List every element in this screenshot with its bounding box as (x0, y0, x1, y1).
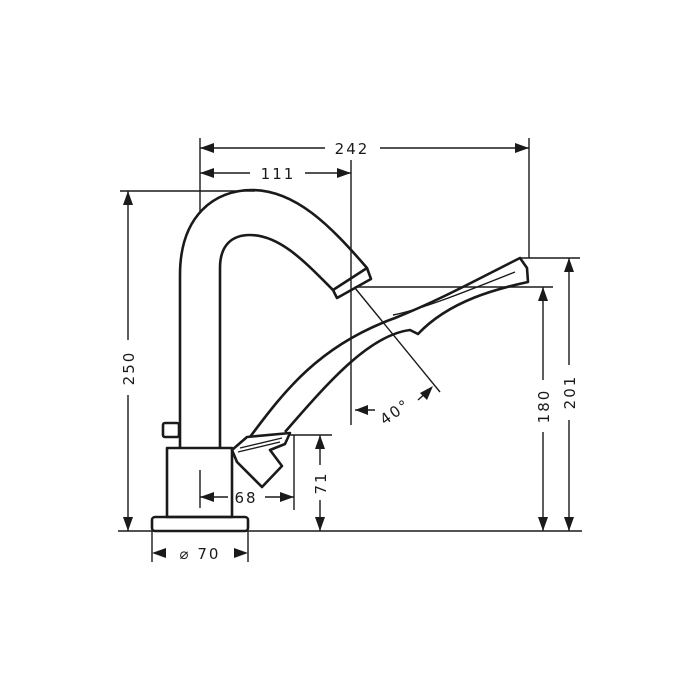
dim-total-height: 250 (120, 190, 255, 531)
dim-overall-width: 242 (199, 138, 530, 258)
dim-label-242: 242 (335, 140, 370, 158)
dim-label-201: 201 (561, 375, 579, 410)
dim-shower-top-height: 201 (520, 257, 580, 531)
dim-spout-reach: 111 (200, 160, 352, 425)
dim-handle-reach: 68 (199, 435, 295, 510)
dim-label-68: 68 (234, 489, 257, 507)
dim-label-diameter-70: ⌀ 70 (180, 545, 221, 563)
dim-label-250: 250 (120, 351, 138, 386)
dim-handle-height: 71 (290, 434, 332, 531)
spout (178, 188, 373, 448)
dim-base-diameter: ⌀ 70 (151, 531, 249, 563)
dim-label-180: 180 (535, 389, 553, 424)
dim-outlet-height: 180 (355, 286, 553, 531)
base-plate (150, 515, 250, 533)
dim-label-40: 40° (377, 395, 414, 428)
drain-knob (161, 421, 181, 439)
dim-label-111: 111 (261, 165, 296, 183)
dim-label-71: 71 (312, 471, 330, 494)
dim-shower-angle: 40° (354, 287, 441, 429)
hand-shower (230, 256, 530, 489)
